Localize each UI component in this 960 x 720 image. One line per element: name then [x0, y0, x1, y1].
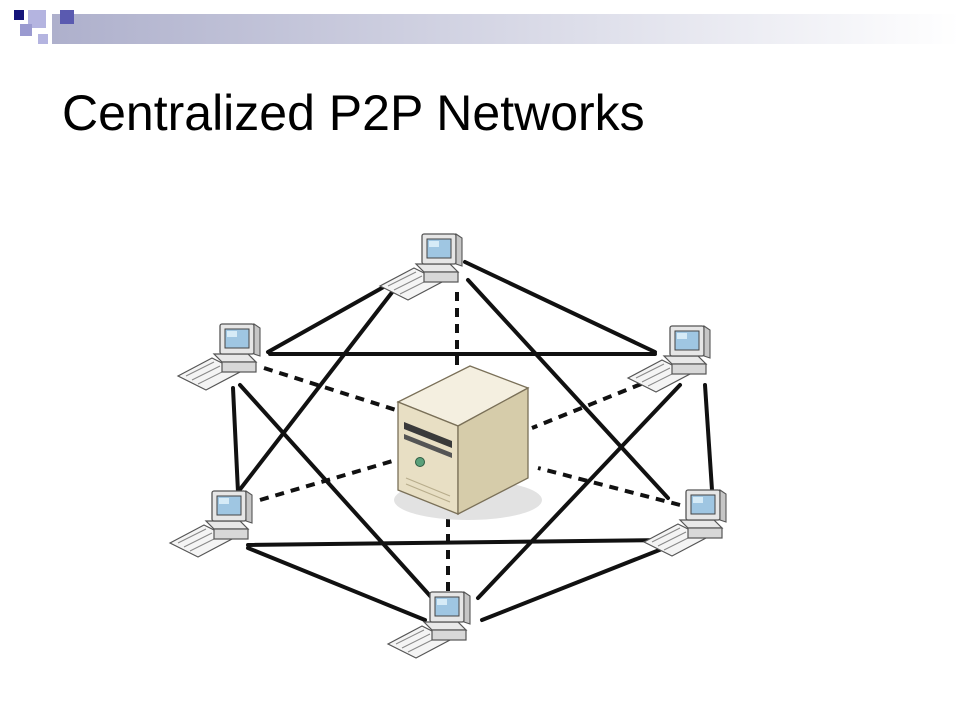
link-lowerleft-lowerright	[246, 538, 674, 547]
link-server-lowerleft	[259, 458, 397, 502]
peer-bottom	[387, 591, 471, 659]
deco-square-light	[28, 10, 46, 28]
peer-upper-right	[627, 325, 711, 393]
link-server-upperleft	[263, 366, 397, 412]
link-top-upperright	[463, 260, 657, 354]
link-upperleft-lowerleft	[231, 386, 240, 494]
deco-square-mid	[20, 24, 32, 36]
peer-upper-left	[177, 323, 261, 391]
link-upperright-bottom	[476, 383, 682, 600]
peer-links	[231, 260, 714, 622]
header-gradient-band	[52, 14, 960, 44]
link-upperright-lowerright	[703, 383, 714, 492]
link-upperleft-bottom	[238, 383, 434, 600]
link-lowerleft-bottom	[246, 546, 427, 622]
server-links	[259, 292, 681, 592]
desktop-computer-icon	[387, 591, 471, 659]
link-top-lowerleft	[236, 280, 402, 494]
desktop-computer-icon	[627, 325, 711, 393]
server-icon	[394, 365, 542, 520]
peer-top	[379, 233, 463, 301]
deco-square-small	[38, 34, 48, 44]
desktop-computer-icon	[177, 323, 261, 391]
deco-square-dark	[14, 10, 24, 20]
link-top-lowerright	[466, 278, 670, 500]
link-server-upperright	[531, 376, 657, 430]
slide-title: Centralized P2P Networks	[62, 85, 645, 141]
desktop-computer-icon	[169, 490, 253, 558]
deco-square-accent	[60, 10, 74, 24]
link-lowerright-bottom	[480, 543, 674, 622]
header-decoration	[14, 10, 960, 44]
link-top-upperleft	[266, 273, 407, 354]
peer-lower-left	[169, 490, 253, 558]
desktop-computer-icon	[379, 233, 463, 301]
link-server-lowerright	[537, 466, 681, 507]
